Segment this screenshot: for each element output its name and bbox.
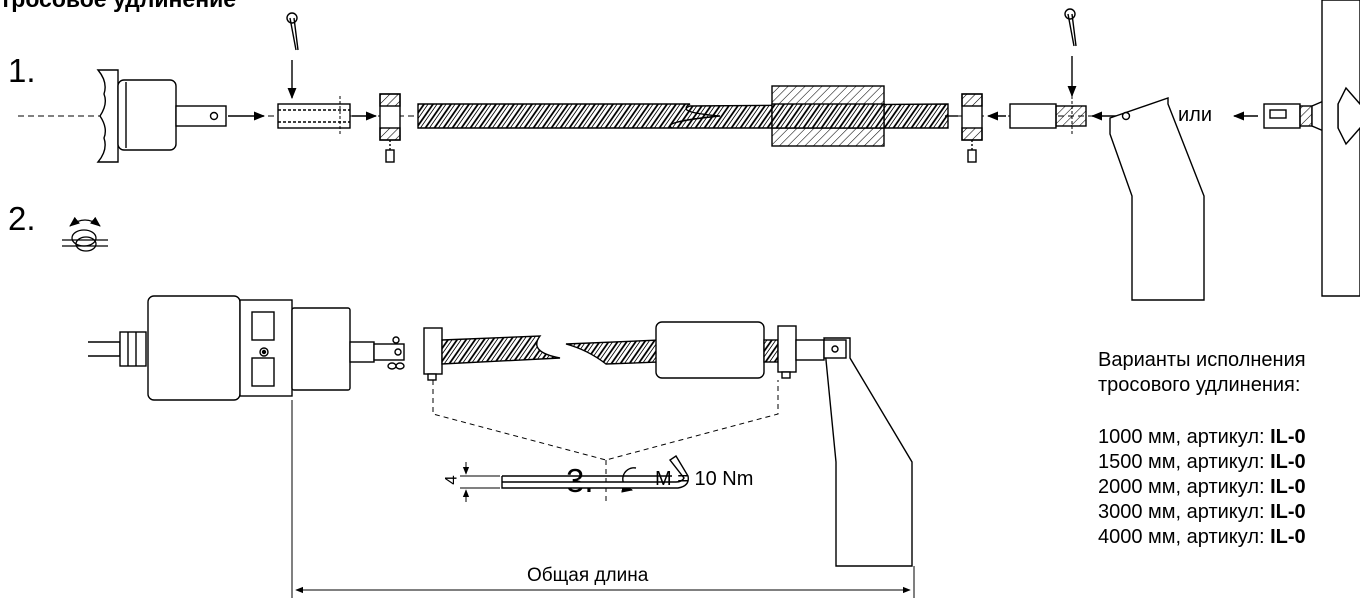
clamp-block-left [379, 93, 401, 163]
total-length-dimension [291, 400, 915, 598]
tighten-icon [62, 216, 108, 252]
torque-label: M = 10 Nm [655, 468, 754, 490]
total-length-label: Общая длина [527, 565, 649, 586]
step-3-label: 3. [566, 462, 594, 499]
variant-item: 3000 мм, артикул: IL-0 [1098, 501, 1306, 523]
crimp-sleeve [655, 321, 765, 379]
or-label: или [1178, 104, 1213, 126]
sleeve [277, 96, 351, 136]
split-pin-right [1064, 8, 1077, 98]
wire-rope [441, 335, 561, 365]
variants-heading: тросового удлинения: [1098, 374, 1301, 396]
assembled-view [88, 295, 915, 598]
hex-key [501, 455, 689, 489]
cable-gland [88, 331, 147, 367]
page-title: тросовое удлинение [0, 0, 236, 13]
variants-list: Варианты исполнения тросового удлинения:… [1098, 348, 1306, 550]
end-fitting [1009, 96, 1087, 136]
torque-guide-lines [432, 380, 779, 502]
hex-key-size-label: 4 [441, 475, 461, 485]
exploded-view-row [18, 0, 1360, 301]
actuator-lever [823, 337, 913, 567]
crimp-sleeve [771, 85, 885, 147]
step-1-label: 1. [8, 52, 36, 89]
variant-item: 4000 мм, артикул: IL-0 [1098, 526, 1306, 548]
split-pin-left [286, 12, 299, 100]
step-2-label: 2. [8, 200, 36, 237]
variant-item: 1000 мм, артикул: IL-0 [1098, 426, 1306, 448]
actuator-lever [1109, 97, 1205, 301]
clamp-block-right [961, 93, 983, 163]
alternative-fork-fitting [1263, 0, 1360, 297]
safety-switch-body [147, 295, 405, 401]
variant-item: 1500 мм, артикул: IL-0 [1098, 451, 1306, 473]
wire-rope [565, 339, 661, 365]
split-pin-installed [387, 336, 405, 370]
switch-head [96, 69, 227, 163]
hex-key-size-dimension [460, 462, 500, 502]
variants-heading: Варианты исполнения [1098, 349, 1306, 371]
clamp-block-right [777, 325, 797, 373]
clamp-block-left [423, 327, 443, 375]
variant-item: 2000 мм, артикул: IL-0 [1098, 476, 1306, 498]
